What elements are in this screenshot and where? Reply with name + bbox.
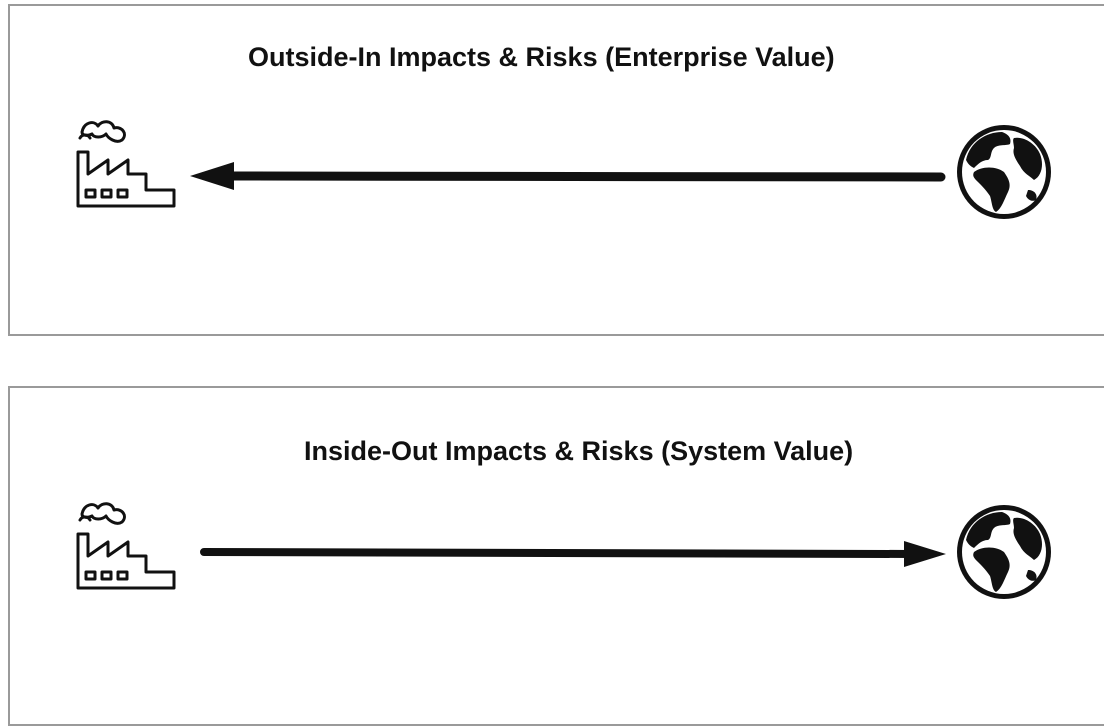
outside-in-title: Outside-In Impacts & Risks (Enterprise V… bbox=[248, 42, 835, 72]
factory-icon bbox=[72, 116, 176, 212]
inside-out-title: Inside-Out Impacts & Risks (System Value… bbox=[304, 436, 854, 466]
factory-icon bbox=[72, 498, 176, 594]
inside-out-panel: Inside-Out Impacts & Risks (System Value… bbox=[8, 386, 1104, 726]
globe-icon bbox=[952, 120, 1056, 224]
right-arrow bbox=[200, 541, 946, 567]
outside-in-panel: Outside-In Impacts & Risks (Enterprise V… bbox=[8, 4, 1104, 336]
globe-icon bbox=[952, 500, 1056, 604]
left-arrow bbox=[190, 162, 946, 190]
